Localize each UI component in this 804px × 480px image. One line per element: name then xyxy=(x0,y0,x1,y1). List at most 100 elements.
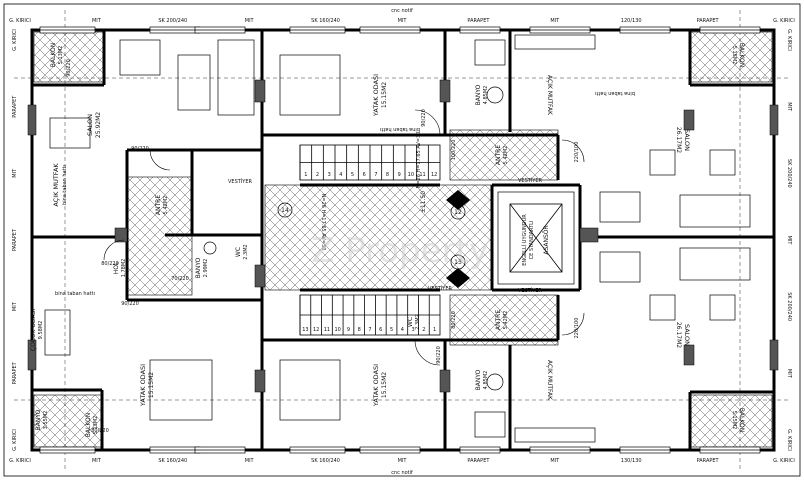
elevator-cabin xyxy=(509,203,563,273)
door-label: 80/220 xyxy=(101,261,119,267)
washbasin xyxy=(203,241,217,255)
door-label: 70/220 xyxy=(171,276,189,282)
room-area: 15.15M2 xyxy=(381,372,388,398)
room-area: 5.42M2 xyxy=(503,146,509,165)
stair-step-number: 7 xyxy=(368,327,371,333)
room-name: BANYO xyxy=(35,409,42,430)
direction-marker xyxy=(446,268,470,288)
edge-label: MIT xyxy=(786,236,792,246)
marker-label-left: 14 xyxy=(281,207,289,214)
column xyxy=(27,339,37,371)
door-label: 90/220 xyxy=(131,146,149,152)
edge-label: G. KIRICI xyxy=(12,29,18,51)
stair-step-number: 8 xyxy=(386,172,389,178)
edge-label: SK 200/240 xyxy=(786,159,792,188)
edge-label: PARAPET xyxy=(697,18,720,24)
balcony-se xyxy=(689,394,773,448)
edge-label: MIT xyxy=(550,18,560,24)
room-note: bina taban hattı xyxy=(595,90,635,96)
door-label: 90/220 xyxy=(121,301,139,307)
armchair xyxy=(649,294,676,321)
door-swing xyxy=(414,339,441,366)
room-name: AÇIK MUTFAK xyxy=(546,360,553,401)
door-label: 90/220 xyxy=(66,59,72,77)
room-area: 9.58M2 xyxy=(38,321,44,340)
column xyxy=(769,339,779,371)
bed xyxy=(149,359,213,421)
bed xyxy=(279,54,341,116)
room-name: BALKON xyxy=(85,413,92,437)
column xyxy=(439,79,451,103)
edge-label: MIT xyxy=(398,18,408,24)
room-area: 26.17M2 xyxy=(675,127,682,153)
windows-south xyxy=(39,446,761,454)
door-label: 80/220 xyxy=(91,428,109,434)
room-area: 26.17M2 xyxy=(675,322,682,348)
edge-label: 120/130 xyxy=(621,18,642,24)
edge-label: MIT xyxy=(92,458,102,464)
marker-circle xyxy=(450,254,466,270)
stair-step-number: 9 xyxy=(347,327,350,333)
edge-label: MIT xyxy=(786,369,792,379)
bed xyxy=(279,359,341,421)
marker-circle xyxy=(450,204,466,220)
room-name: BALKON xyxy=(738,43,745,67)
door-swing xyxy=(561,139,585,163)
edge-label: SK 200/240 xyxy=(786,292,792,321)
edge-label: SK 160/240 xyxy=(158,458,187,464)
room-name: WC xyxy=(407,317,414,327)
antre-s-floor xyxy=(449,294,559,346)
edge-label: G. KIRICI xyxy=(786,29,792,51)
stair-spec: N=26 H=17.65 AV=30 xyxy=(416,132,422,189)
stair-step-number: 9 xyxy=(398,172,401,178)
edge-label: G. KIRICI xyxy=(12,429,18,451)
room-area: 15.15M2 xyxy=(381,82,388,108)
room-name: ANTRE xyxy=(495,145,502,165)
door-label: 220/100 xyxy=(574,318,580,339)
room-name: ANTRE xyxy=(495,310,502,330)
kitchen-counter xyxy=(514,427,596,443)
stair-step-number: 12 xyxy=(431,172,437,178)
edge-label: PARAPET xyxy=(467,458,490,464)
edge-label: MIT xyxy=(92,18,102,24)
edge-label: MIT xyxy=(398,458,408,464)
edge-label: PARAPET xyxy=(12,361,18,384)
dining-table xyxy=(49,117,91,149)
room-name: AÇIK MUTFAK xyxy=(546,75,553,116)
room-area: 5.42M2 xyxy=(163,196,169,215)
door-swing xyxy=(414,109,441,136)
marker-circle xyxy=(277,202,293,218)
column xyxy=(683,109,695,131)
room-area: 25.92M2 xyxy=(95,112,102,138)
room-name: BANYO xyxy=(475,84,482,105)
balcony-nw xyxy=(33,31,105,83)
vestiyer-label: VESTİYER xyxy=(228,178,252,185)
dining-table xyxy=(599,251,641,283)
sheet-border xyxy=(3,3,801,477)
edge-label: PARAPET xyxy=(697,458,720,464)
armchair xyxy=(709,149,736,176)
single-bed xyxy=(44,309,71,356)
north-centre-label: cnc notif xyxy=(391,8,413,14)
elevator-note: ENGELLİ UYGUNDUR xyxy=(521,214,528,266)
edge-label: G. KIRICI xyxy=(773,18,795,24)
room-area: 5.42M2 xyxy=(503,311,509,330)
stair-step-number: 13 xyxy=(302,327,308,333)
room-name: BANYO xyxy=(475,369,482,390)
room-area: 3.55M2 xyxy=(43,411,49,430)
stair-step-number: 5 xyxy=(390,327,393,333)
stair-step-number: 1 xyxy=(304,172,307,178)
vestiyer-label: VESTİYER xyxy=(518,287,542,294)
door-label: 80/220 xyxy=(451,311,457,329)
sofa xyxy=(679,247,751,281)
edge-label: MIT xyxy=(245,18,255,24)
door-swing xyxy=(561,312,585,336)
edge-label: 130/130 xyxy=(621,458,642,464)
windows-north xyxy=(39,26,761,34)
room-note: bina taban hattı xyxy=(55,291,95,297)
elevator-label: ASANSÖR xyxy=(543,225,550,254)
room-name: ANTRE xyxy=(155,195,162,215)
